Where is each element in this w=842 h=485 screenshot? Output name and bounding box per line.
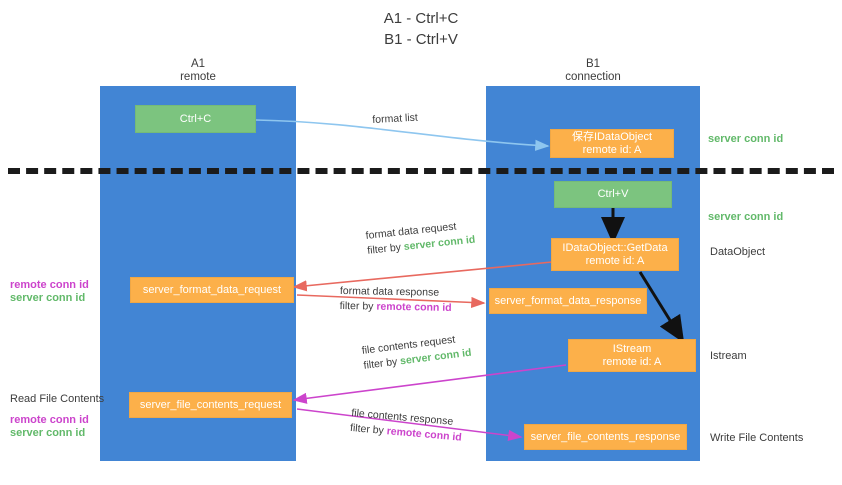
label-format-data-response-filter-prefix: filter by [339,299,377,313]
box-saved-idataobject-line2: remote id: A [582,143,642,156]
column-header-b1: B1 connection [520,58,666,84]
box-server-format-data-response-label: server_format_data_response [494,294,642,307]
note-file-server-conn-id: server conn id [10,427,86,439]
box-saved-idataobject-line1: 保存IDataObject [571,130,653,143]
note-server-conn-id-mid: server conn id [708,211,784,223]
box-server-format-data-request[interactable]: server_format_data_request [130,277,294,303]
note-format-remote-conn-id: remote conn id [10,279,89,291]
column-b1-role: connection [565,71,621,83]
box-server-file-contents-request[interactable]: server_file_contents_request [129,392,292,418]
label-format-data-response: format data response filter by remote co… [339,284,452,316]
note-write-file-contents: Write File Contents [710,432,804,444]
label-file-contents-response-filter-prefix: filter by [349,421,388,438]
box-idataobject-getdata[interactable]: IDataObject::GetData remote id: A [551,238,679,271]
box-ctrl-v[interactable]: Ctrl+V [554,181,672,208]
label-file-contents-response: file contents response filter by remote … [349,406,463,446]
label-format-list: format list [372,111,418,128]
box-server-file-contents-response[interactable]: server_file_contents_response [524,424,687,450]
box-istream[interactable]: IStream remote id: A [568,339,696,372]
column-a1-name: A1 [190,58,206,70]
note-file-remote-conn-id: remote conn id [10,414,89,426]
page-title: A1 - Ctrl+C B1 - Ctrl+V [0,8,842,50]
box-ctrl-c[interactable]: Ctrl+C [135,105,256,133]
label-format-data-response-filter-value: remote conn id [376,300,452,314]
box-ctrl-c-label: Ctrl+C [179,112,212,125]
label-format-list-text: format list [372,111,419,126]
column-header-a1: A1 remote [130,58,266,84]
label-file-contents-request-filter-prefix: filter by [362,355,401,372]
title-line-1: A1 - Ctrl+C [383,10,459,27]
box-server-file-contents-request-label: server_file_contents_request [139,398,282,411]
label-format-data-response-line1: format data response [339,284,440,299]
label-format-data-request-filter-prefix: filter by [366,241,405,257]
box-idataobject-getdata-line1: IDataObject::GetData [562,241,668,254]
label-file-contents-request: file contents request filter by server c… [361,331,472,374]
phase-divider [8,168,834,174]
column-b1-name: B1 [585,58,601,70]
title-line-2: B1 - Ctrl+V [384,31,458,48]
note-read-file-contents: Read File Contents [10,393,105,405]
box-server-format-data-response[interactable]: server_format_data_response [489,288,647,314]
note-format-server-conn-id: server conn id [10,292,86,304]
box-idataobject-getdata-line2: remote id: A [585,254,645,267]
box-server-file-contents-response-label: server_file_contents_response [530,430,681,443]
box-ctrl-v-label: Ctrl+V [597,188,629,200]
note-istream: Istream [710,350,747,362]
box-istream-line1: IStream [612,342,652,355]
box-server-format-data-request-label: server_format_data_request [142,283,282,296]
column-a1-role: remote [180,71,216,83]
box-istream-line2: remote id: A [602,355,662,368]
note-dataobject: DataObject [710,246,766,258]
box-saved-idataobject[interactable]: 保存IDataObject remote id: A [550,129,674,158]
note-server-conn-id-top: server conn id [708,133,784,145]
label-format-data-request: format data request filter by server con… [365,218,476,259]
